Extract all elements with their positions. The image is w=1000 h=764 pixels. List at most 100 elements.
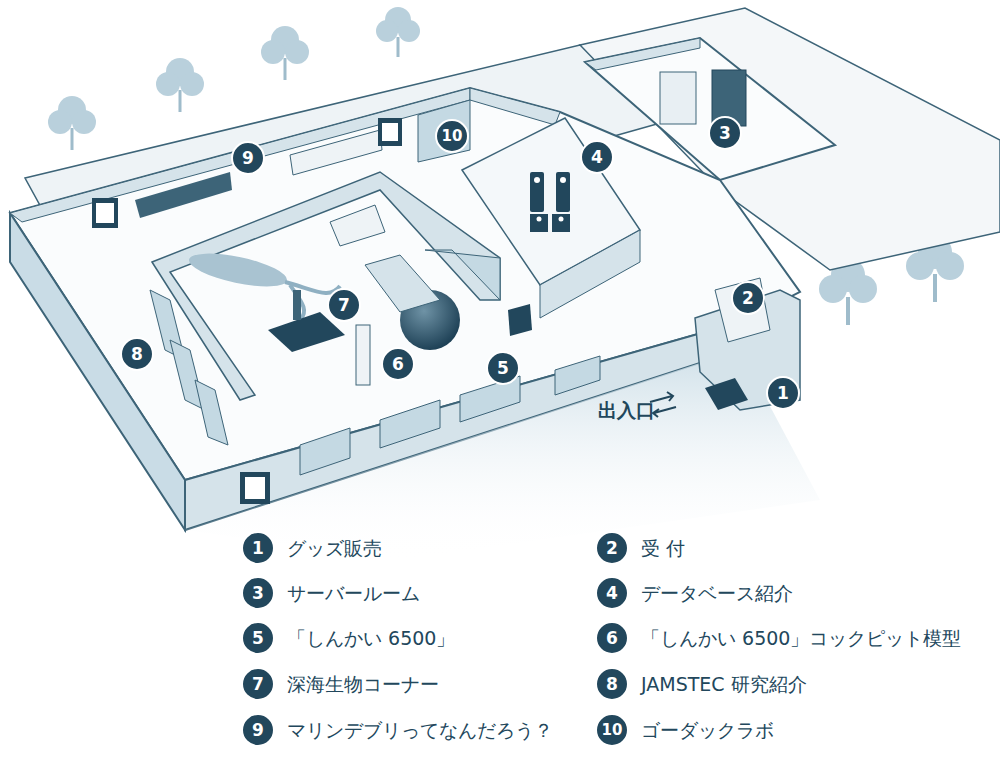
key-text: グッズ販売 [287, 537, 382, 560]
wall-panels [150, 290, 228, 445]
key-callout: 10ゴーダックラボ [595, 713, 629, 747]
map-shape [552, 214, 570, 232]
key-text: 受 付 [641, 537, 685, 560]
key-text: ゴーダックラボ [641, 719, 774, 742]
map-shape [537, 217, 542, 222]
map-shape [48, 96, 96, 150]
monitor [508, 304, 532, 336]
key-callout: 4データベース紹介 [595, 576, 629, 610]
glass-panels [300, 356, 600, 475]
map-shape [906, 252, 934, 280]
map-shape [530, 214, 548, 232]
map-shape [300, 428, 350, 475]
map-callout: 6 [381, 347, 415, 381]
map-shape [534, 177, 540, 183]
key-callout: 6「しんかい 6500」コックピット模型 [595, 621, 629, 655]
callout-number: 7 [338, 297, 350, 314]
callout-number: 10 [442, 129, 463, 144]
map-shape [71, 128, 74, 150]
key-callout: 9マリンデブリってなんだろう？ [241, 713, 275, 747]
map-shape [530, 172, 544, 212]
map-shape [240, 472, 270, 504]
lab-wall [418, 100, 470, 162]
map-callout: 8 [120, 337, 154, 371]
map-callout: 5 [486, 351, 520, 385]
callout-number: 7 [252, 676, 264, 693]
map-shape [245, 477, 265, 499]
map-shape [261, 26, 309, 80]
key-callout: 2受 付 [595, 531, 629, 565]
map-callout: 1 [766, 376, 800, 410]
squid [186, 247, 289, 293]
map-shape [376, 20, 398, 42]
display-case [290, 130, 382, 175]
callout-number: 1 [777, 385, 789, 402]
callout-number: 4 [606, 585, 618, 602]
key-text: データベース紹介 [641, 582, 793, 605]
callout-number: 6 [392, 356, 404, 373]
map-shape [72, 110, 96, 134]
key-text: 「しんかい 6500」コックピット模型 [641, 627, 961, 650]
key-callout: 7深海生物コーナー [241, 667, 275, 701]
key-callout: 1グッズ販売 [241, 531, 275, 565]
callout-number: 10 [602, 723, 623, 738]
key-text: 深海生物コーナー [287, 673, 439, 696]
callout-number: 2 [742, 290, 754, 307]
map-shape [156, 58, 204, 112]
key-text: マリンデブリってなんだろう？ [287, 719, 553, 742]
map-shape [179, 90, 182, 112]
callout-number: 9 [252, 722, 264, 739]
callout-number: 9 [242, 150, 254, 167]
map-shape [378, 118, 402, 146]
map-shape [293, 290, 301, 320]
map-callout: 10 [435, 119, 469, 153]
entrance-mat [705, 378, 748, 410]
map-shape [92, 198, 118, 228]
bench [365, 255, 440, 312]
key-callout: 5「しんかい 6500」 [241, 621, 275, 655]
map-shape [933, 274, 937, 302]
map-shape [559, 217, 564, 222]
entrance-label: 出入口 [598, 398, 655, 424]
map-callout: 9 [231, 141, 265, 175]
key-text: JAMSTEC 研究紹介 [641, 673, 807, 696]
map-shape [534, 177, 566, 222]
map-callout: 7 [327, 288, 361, 322]
front-shadow [185, 350, 820, 560]
map-shape [846, 297, 850, 325]
map-callout: 2 [731, 281, 765, 315]
server-rack [660, 72, 696, 124]
callout-number: 3 [252, 585, 264, 602]
callout-number: 3 [719, 125, 731, 142]
map-shape [285, 40, 309, 64]
display-case [135, 172, 232, 218]
exit-signs [92, 118, 402, 504]
map-shape [936, 252, 964, 280]
map-shape [180, 72, 204, 96]
map-shape [398, 20, 420, 42]
map-shape [560, 177, 566, 183]
reception-desk [715, 278, 770, 342]
map-shape [376, 7, 420, 57]
panel [356, 325, 370, 385]
map-shape [48, 110, 72, 134]
key-text: 「しんかい 6500」 [287, 627, 455, 650]
map-shape [653, 407, 676, 417]
map-callout: 3 [708, 116, 742, 150]
callout-number: 5 [497, 360, 509, 377]
callout-number: 4 [591, 149, 603, 166]
map-shape [819, 275, 847, 303]
map-callout: 4 [580, 140, 614, 174]
key-callout: 8JAMSTEC 研究紹介 [595, 667, 629, 701]
callout-number: 2 [606, 540, 618, 557]
map-shape [849, 275, 877, 303]
map-shape [261, 40, 285, 64]
callout-number: 1 [252, 540, 264, 557]
callout-number: 8 [606, 676, 618, 693]
map-shape [556, 172, 570, 212]
map-shape [96, 203, 114, 223]
callout-number: 5 [252, 630, 264, 647]
map-shape [585, 38, 700, 70]
map-shape [284, 58, 287, 80]
map-shape [397, 37, 400, 57]
